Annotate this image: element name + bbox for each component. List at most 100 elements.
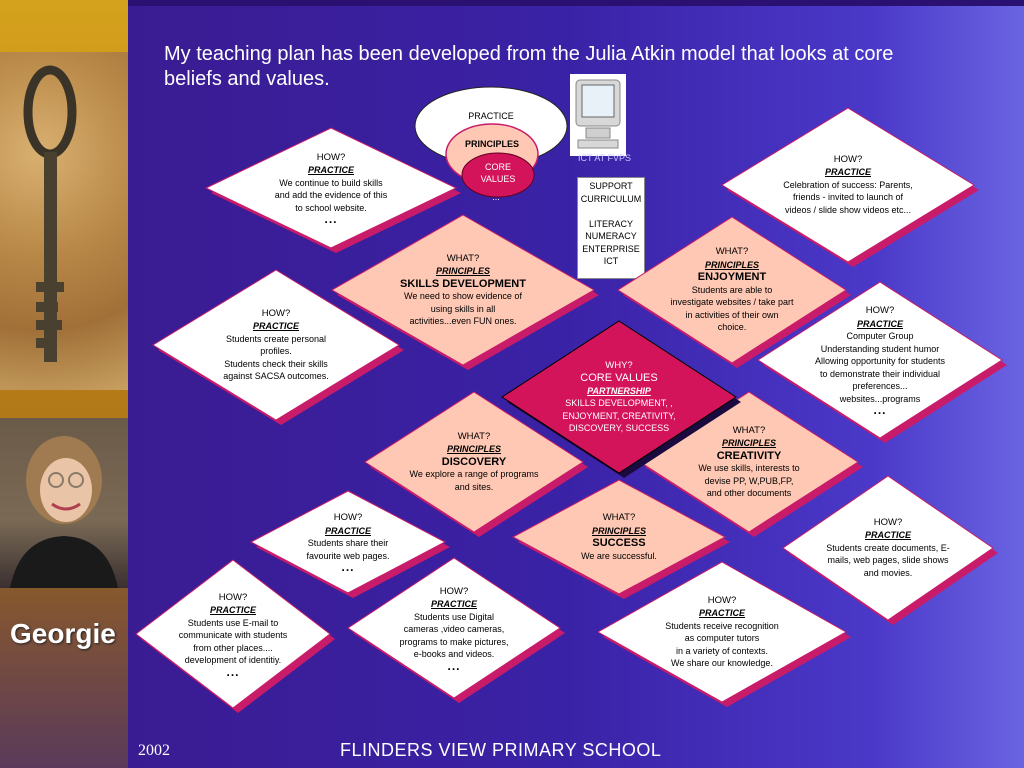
diamond-line: friends - invited to launch of <box>792 192 904 203</box>
diamond-line: videos / slide show videos etc... <box>784 204 912 215</box>
core-values-title: CORE VALUES <box>580 372 658 384</box>
principle-diamond-enjoyment-fill <box>617 216 847 364</box>
practice-diamond-email-shape <box>135 559 335 713</box>
principles-label: PRINCIPLES <box>446 444 501 455</box>
diamond-line: We need to show evidence of <box>404 291 522 301</box>
venn-inner-label-1: CORE <box>485 162 511 172</box>
diamond-line: development of identitiy. <box>184 655 282 665</box>
diamond-line: Computer Group <box>846 331 914 341</box>
diamond-line: as computer tutors <box>684 633 760 643</box>
core-line: ENJOYMENT, CREATIVITY, <box>562 410 676 421</box>
principles-label: PRINCIPLES <box>704 259 759 270</box>
computer-monitor-icon <box>570 74 626 156</box>
how-heading: HOW? <box>707 594 737 606</box>
practice-diamond-digital-fill <box>347 557 561 699</box>
diamond-line: and add the evidence of this <box>274 190 388 201</box>
diamond-line: e-books and videos. <box>413 649 495 659</box>
practice-diamond-computer-shape <box>757 281 1007 443</box>
diamond-line: favourite web pages. <box>306 550 390 561</box>
practice-diamond-documents-shape <box>782 475 998 625</box>
how-heading: HOW? <box>873 516 903 528</box>
principle-name: ENJOYMENT <box>697 271 767 284</box>
diamond-line: Students check their skills <box>224 358 328 369</box>
practice-label: PRACTICE <box>430 599 477 609</box>
principles-label: PRINCIPLES <box>591 525 646 536</box>
how-heading: HOW? <box>333 512 363 523</box>
practice-diamond-profiles-shape <box>152 269 404 425</box>
support-line: ENTERPRISE <box>582 243 640 254</box>
principle-diamond-success-fill <box>511 479 727 595</box>
diamond-line: We use skills, interests to <box>698 463 800 473</box>
principle-diamond-discovery-shape <box>364 391 588 537</box>
support-line: LITERACY <box>588 218 633 229</box>
diamond-line: Students create documents, E- <box>826 542 950 553</box>
antique-key-image <box>0 52 128 390</box>
practice-label: PRACTICE <box>252 321 299 331</box>
core-line: SKILLS DEVELOPMENT, , <box>565 398 673 408</box>
principle-diamond-discovery-fill <box>364 391 584 533</box>
teacher-portrait <box>0 418 128 588</box>
principle-diamond-skills-shape <box>330 214 599 370</box>
practice-label: PRACTICE <box>209 605 256 615</box>
practice-label: PRACTICE <box>307 165 354 176</box>
diamond-line: We share our knowledge. <box>671 658 773 668</box>
diamond-line: websites...programs <box>839 393 921 404</box>
practice-label: PRACTICE <box>824 167 871 178</box>
diamond-line: in a variety of contexts. <box>675 645 769 656</box>
practice-diamond-digital-shape <box>347 557 565 703</box>
support-line: ICT <box>603 256 619 266</box>
diamond-line: and movies. <box>863 567 913 578</box>
venn-middle-label: PRINCIPLES <box>465 139 519 149</box>
how-heading: HOW? <box>439 585 469 597</box>
practice-label: PRACTICE <box>864 530 911 541</box>
diamond-line: Students share their <box>307 538 389 548</box>
diamond-line: from other places.... <box>193 642 273 653</box>
support-line: NUMERACY <box>585 231 637 241</box>
support-line: CURRICULUM <box>580 193 642 204</box>
core-values-diamond-shape <box>501 320 741 478</box>
diamond-line: investigate websites / take part <box>670 297 794 308</box>
what-heading: WHAT? <box>457 430 491 442</box>
practice-diamond-profiles-fill <box>152 269 400 421</box>
what-heading: WHAT? <box>602 512 636 523</box>
how-heading: HOW? <box>833 153 863 165</box>
practice-diamond-website-fill <box>204 127 458 249</box>
more-dots: ... <box>873 403 887 417</box>
principle-diamond-skills-fill <box>330 214 596 366</box>
diamond-line: We are successful. <box>581 550 657 561</box>
diamond-line: in activities of their own <box>685 309 779 320</box>
diamond-line: mails, web pages, slide shows <box>827 555 949 566</box>
diamond-line: cameras ,video cameras, <box>403 624 505 634</box>
principles-label: PRINCIPLES <box>435 266 490 276</box>
diamond-line: We explore a range of programs <box>409 469 539 480</box>
top-band <box>128 0 1024 6</box>
footer-school-name: FLINDERS VIEW PRIMARY SCHOOL <box>340 740 662 760</box>
diamond-line: choice. <box>717 322 747 333</box>
practice-diamond-documents-fill <box>782 475 994 621</box>
principle-diamond-enjoyment-shape <box>617 216 851 368</box>
venn-diagram: PRACTICE PRINCIPLES CORE VALUES ... <box>414 86 568 202</box>
venn-inner-label-2: VALUES <box>481 174 516 184</box>
diamond-line: preferences... <box>852 381 908 391</box>
footer-year: 2002 <box>138 742 170 759</box>
diamond-line: and other documents <box>706 488 792 498</box>
partnership-label: PARTNERSHIP <box>587 385 651 396</box>
diamond-line: Students create personal <box>225 333 327 344</box>
how-heading: HOW? <box>316 151 346 163</box>
what-heading: WHAT? <box>732 424 766 436</box>
how-heading: HOW? <box>218 591 248 603</box>
ict-label: ICT AT FVPS <box>578 153 632 163</box>
